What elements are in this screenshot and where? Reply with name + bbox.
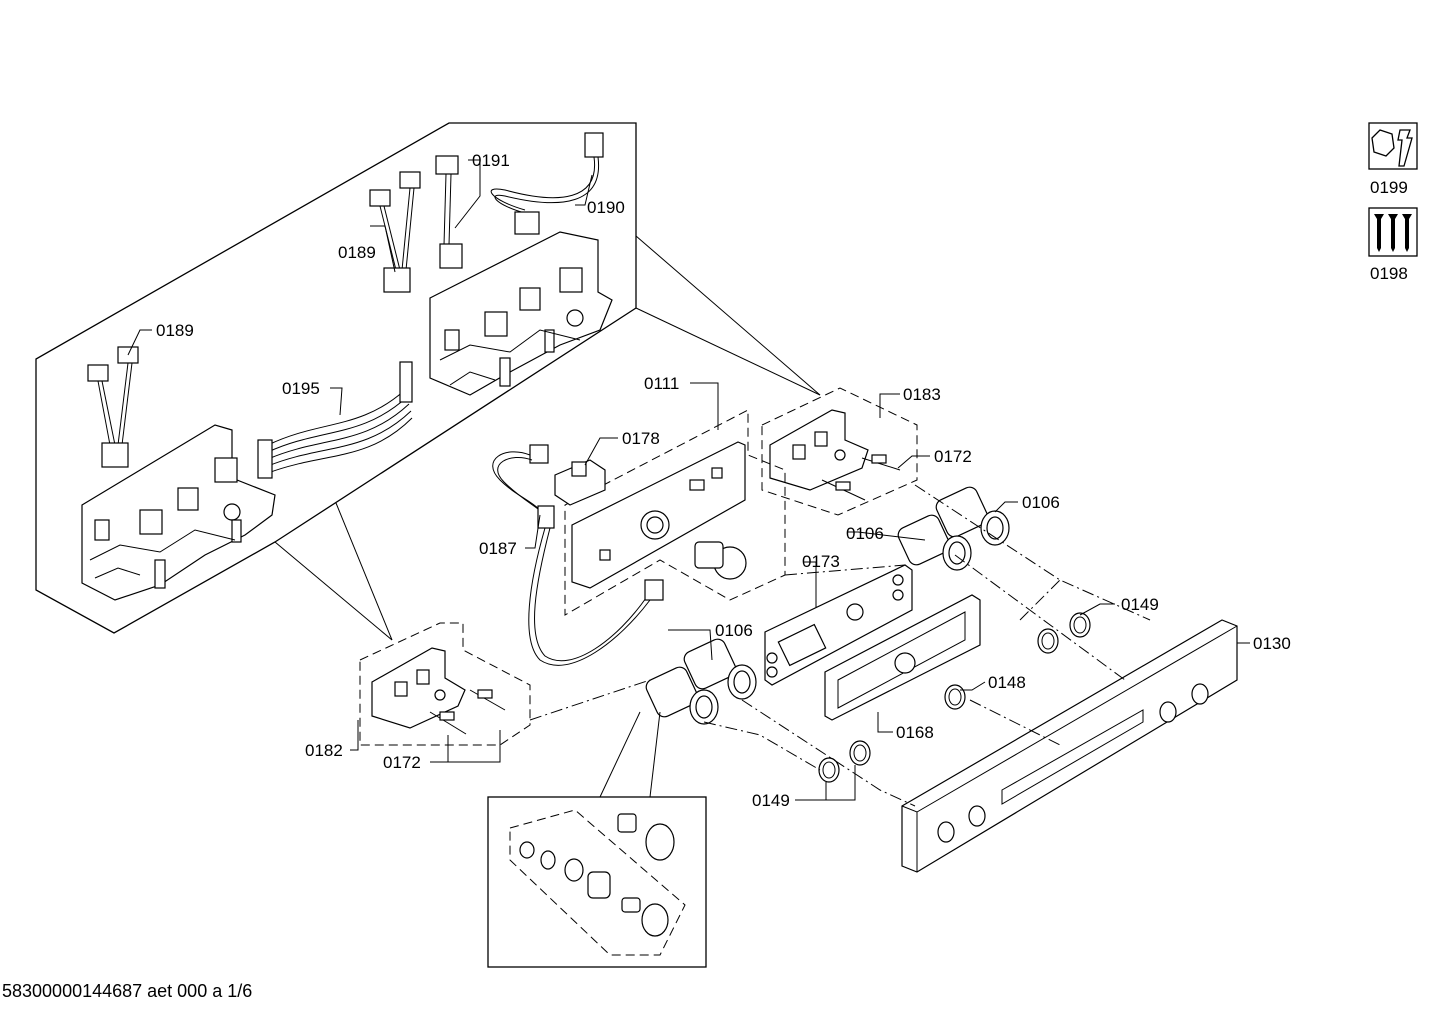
- callout-0189-lower: 0189: [156, 321, 194, 340]
- callout-0195: 0195: [282, 379, 320, 398]
- leader-lines: [127, 159, 1250, 801]
- cable-0187: [492, 444, 664, 666]
- callout-0191: 0191: [472, 151, 510, 170]
- callout-0183: 0183: [903, 385, 941, 404]
- wire-harness-0191: [435, 155, 463, 269]
- wire-harness-0189-lower: [87, 346, 139, 468]
- callout-0106-mid: 0106: [846, 524, 884, 543]
- callout-0106-right: 0106: [1022, 493, 1060, 512]
- module-group-0183: [761, 387, 918, 516]
- callout-0106-lower: 0106: [715, 621, 753, 640]
- callout-0168: 0168: [896, 723, 934, 742]
- knobs-0106-upper: [897, 486, 1010, 571]
- callout-0111: 0111: [644, 374, 679, 393]
- callout-0148: 0148: [988, 673, 1026, 692]
- module-group-0111: [564, 409, 786, 616]
- callout-0199: 0199: [1370, 178, 1408, 197]
- wiring-group-frame: [35, 122, 637, 634]
- callout-0190: 0190: [587, 198, 625, 217]
- screws-icon: [1368, 207, 1418, 257]
- callout-0130: 0130: [1253, 634, 1291, 653]
- frame-0168: [824, 594, 981, 721]
- callout-0173: 0173: [802, 552, 840, 571]
- assembly-guide-lines: [529, 484, 1151, 807]
- callout-0172-lower: 0172: [383, 753, 421, 772]
- callout-0187: 0187: [479, 539, 517, 558]
- relay-0178: [554, 459, 606, 506]
- knob-detail-inset: [487, 711, 707, 968]
- callout-0198: 0198: [1370, 264, 1408, 283]
- document-id-footer: 58300000144687 aet 000 a 1/6: [2, 981, 253, 1001]
- wire-harness-0190: [490, 132, 604, 235]
- control-module-lower: [81, 424, 276, 601]
- callout-0189-upper: 0189: [338, 243, 376, 262]
- callout-0178: 0178: [622, 429, 660, 448]
- module-group-0182: [359, 622, 531, 746]
- callout-0172-upper: 0172: [934, 447, 972, 466]
- control-panel-0130: [901, 619, 1238, 873]
- callout-0149-upper: 0149: [1121, 595, 1159, 614]
- knobs-0106-lower: [645, 638, 757, 725]
- control-module-upper: [429, 231, 613, 396]
- ribbon-cable: [257, 361, 413, 479]
- callout-0149-lower: 0149: [752, 791, 790, 810]
- callout-0182: 0182: [305, 741, 343, 760]
- rings: [818, 612, 1091, 783]
- assembly-lead-lines: [274, 235, 821, 641]
- wrench-nut-icon: [1368, 122, 1418, 170]
- wire-harness-0189-upper: [369, 171, 421, 293]
